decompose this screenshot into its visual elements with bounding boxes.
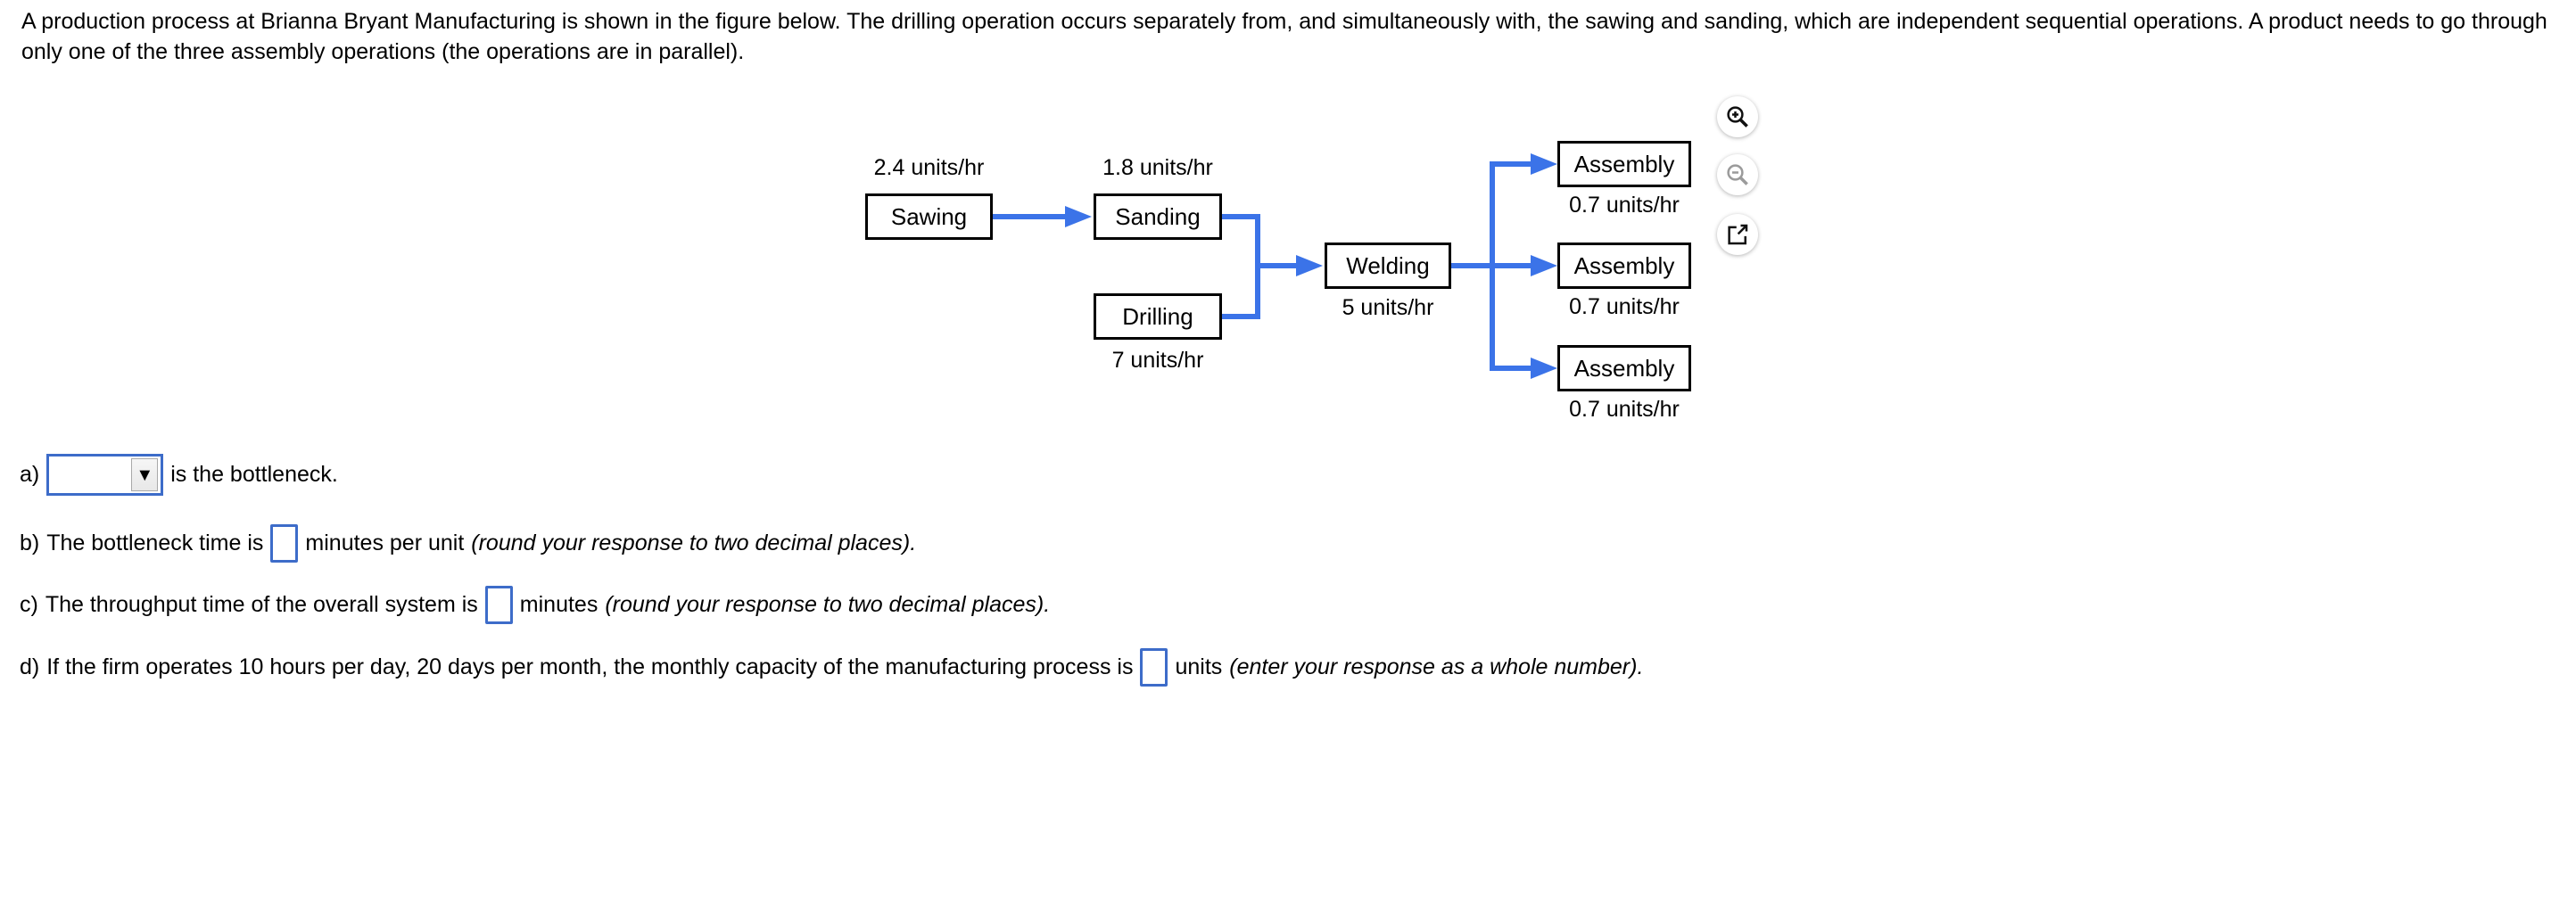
connector-branch-assembly-middle	[1490, 263, 1532, 268]
rate-label-assembly-middle: 0.7 units/hr	[1569, 293, 1680, 319]
connector-sawing-sanding	[993, 214, 1067, 219]
bottleneck-dropdown[interactable]: ▼	[46, 454, 164, 496]
node-sawing: Sawing	[865, 193, 993, 240]
question-d-text-before: If the firm operates 10 hours per day, 2…	[46, 654, 1134, 679]
connector-drilling-junction	[1222, 314, 1260, 319]
question-b-row: b) The bottleneck time is minutes per un…	[20, 524, 916, 563]
question-b-text-before: The bottleneck time is	[46, 531, 264, 555]
node-assembly-middle: Assembly	[1557, 243, 1691, 289]
question-a-row: a) ▼ is the bottleneck.	[20, 454, 338, 496]
node-drilling: Drilling	[1094, 293, 1222, 340]
question-c-note: (round your response to two decimal plac…	[605, 592, 1051, 617]
node-sanding: Sanding	[1094, 193, 1222, 240]
question-d-label: d)	[20, 654, 40, 679]
connector-sanding-junction	[1222, 214, 1260, 219]
connector-welding-branch	[1451, 263, 1495, 268]
question-b-note: (round your response to two decimal plac…	[471, 531, 917, 555]
rate-label-sawing: 2.4 units/hr	[873, 154, 985, 180]
question-c-row: c) The throughput time of the overall sy…	[20, 586, 1050, 624]
question-b-text-after: minutes per unit	[305, 531, 465, 555]
bottleneck-time-input[interactable]	[270, 524, 299, 563]
question-b-label: b)	[20, 531, 40, 555]
rate-label-assembly-top: 0.7 units/hr	[1569, 192, 1680, 218]
question-d-note: (enter your response as a whole number).	[1229, 654, 1644, 679]
arrowhead-into-sanding	[1065, 206, 1092, 227]
question-c-text-before: The throughput time of the overall syste…	[45, 592, 478, 617]
connector-junction-welding	[1255, 263, 1298, 268]
throughput-time-input[interactable]	[484, 586, 513, 624]
zoom-out-button[interactable]	[1717, 154, 1758, 195]
connector-branch-assembly-top	[1490, 161, 1532, 167]
open-in-new-window-button[interactable]	[1717, 214, 1758, 255]
arrowhead-into-assembly-bottom	[1531, 358, 1557, 379]
question-a-label: a)	[20, 462, 40, 487]
open-in-new-window-icon	[1724, 221, 1751, 248]
arrowhead-into-welding	[1296, 255, 1323, 276]
zoom-in-icon	[1724, 103, 1751, 130]
arrowhead-into-assembly-top	[1531, 153, 1557, 175]
monthly-capacity-input[interactable]	[1140, 648, 1168, 687]
question-a-text: is the bottleneck.	[170, 462, 338, 487]
connector-branch-assembly-bottom	[1490, 366, 1532, 371]
rate-label-drilling: 7 units/hr	[1111, 347, 1204, 373]
node-welding: Welding	[1325, 243, 1451, 289]
question-d-row: d) If the firm operates 10 hours per day…	[20, 648, 1643, 687]
question-c-label: c)	[20, 592, 38, 617]
arrowhead-into-assembly-middle	[1531, 255, 1557, 276]
problem-statement: A production process at Brianna Bryant M…	[21, 9, 2547, 64]
rate-label-sanding: 1.8 units/hr	[1102, 154, 1213, 180]
zoom-in-button[interactable]	[1717, 96, 1758, 137]
node-assembly-top: Assembly	[1557, 141, 1691, 187]
caret-down-icon[interactable]: ▼	[131, 458, 159, 491]
question-c-text-after: minutes	[519, 592, 599, 617]
rate-label-assembly-bottom: 0.7 units/hr	[1569, 396, 1680, 422]
zoom-out-icon	[1724, 161, 1751, 188]
rate-label-welding: 5 units/hr	[1342, 294, 1434, 320]
node-assembly-bottom: Assembly	[1557, 345, 1691, 391]
question-d-text-after: units	[1175, 654, 1223, 679]
